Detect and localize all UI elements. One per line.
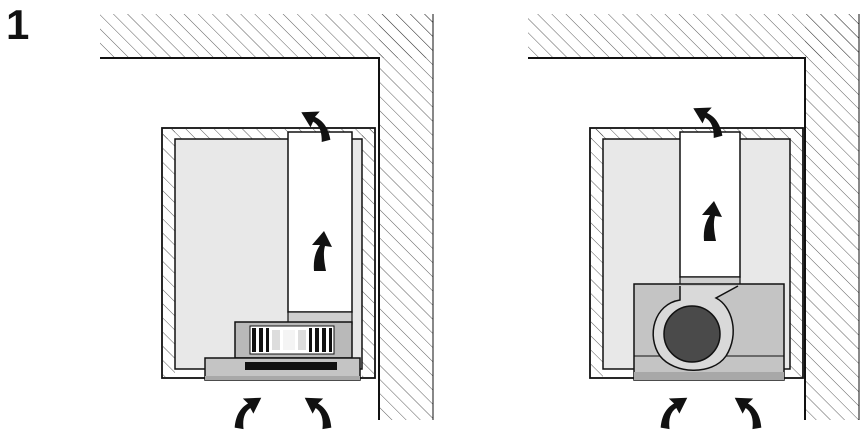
ceiling-hatch-right	[528, 14, 859, 58]
wall-hatch-right	[805, 14, 859, 420]
panel-left	[100, 14, 434, 438]
hood-base-left	[204, 357, 361, 381]
ceiling-wall-edge-left	[100, 57, 380, 420]
wall-hatch-left	[379, 14, 433, 420]
axial-fan	[234, 321, 353, 359]
ceiling-wall-edge-right	[528, 57, 806, 420]
filter-slot	[245, 362, 337, 370]
ceiling-hatch-left	[100, 14, 433, 58]
exhaust-duct-left	[287, 131, 353, 313]
exhaust-duct-right	[679, 131, 741, 278]
step-number: 1	[6, 1, 30, 48]
blower-wheel	[663, 305, 721, 363]
panel-right	[528, 14, 860, 438]
centrifugal-blower	[633, 283, 785, 381]
